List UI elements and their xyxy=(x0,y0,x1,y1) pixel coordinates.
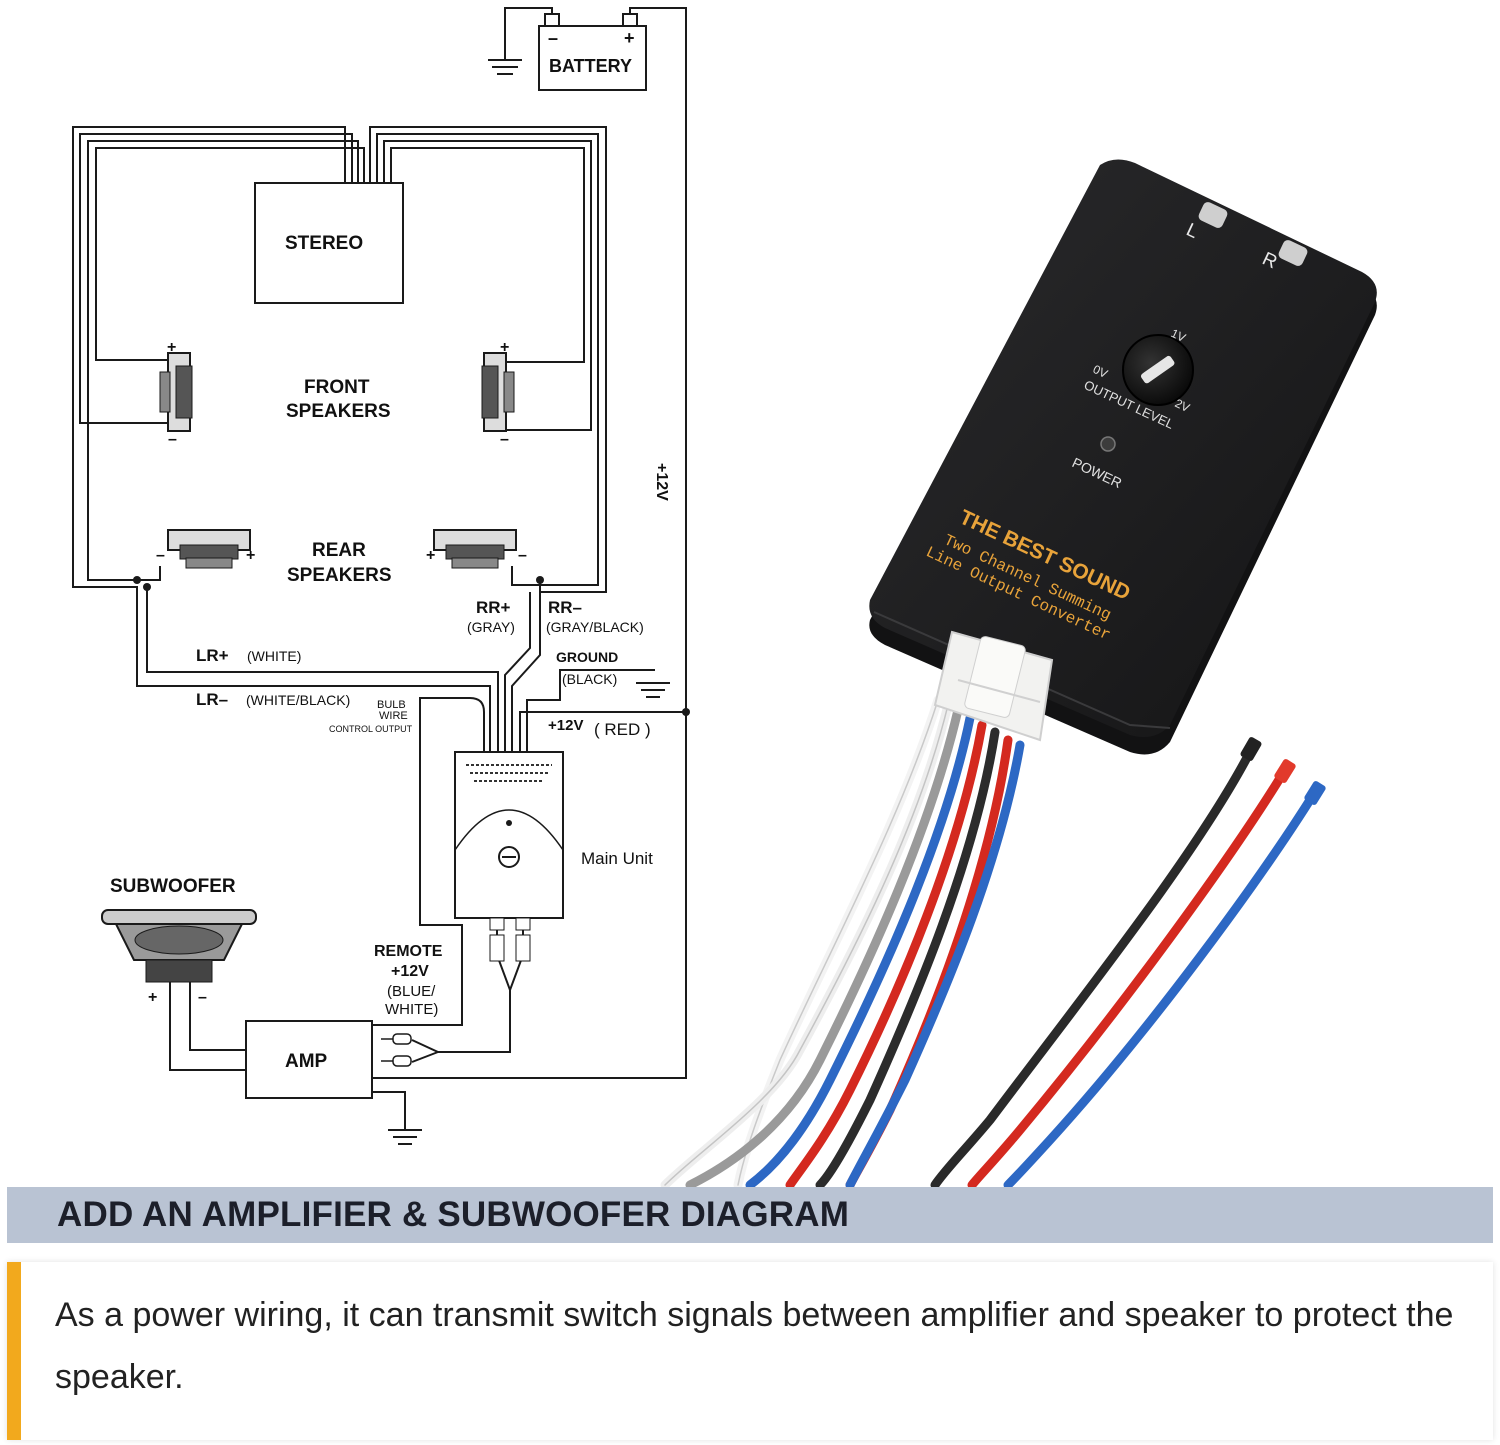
speaker-icon xyxy=(433,529,517,569)
plus12v-red-color: ( RED ) xyxy=(594,720,651,739)
plus12v-red-label: +12V xyxy=(548,717,583,734)
knob-2v-label: 2V xyxy=(1173,396,1192,415)
bulb-label-2: WIRE xyxy=(379,710,408,722)
battery-symbol: – + BATTERY xyxy=(538,13,647,91)
front-speakers-label-2: SPEAKERS xyxy=(286,401,391,422)
lr-minus-label: LR– xyxy=(196,690,228,709)
knob-0v-label: 0V xyxy=(1091,362,1110,381)
subwoofer-plus: + xyxy=(148,989,157,1006)
remote-label-3: (BLUE/ xyxy=(387,983,436,1000)
accent-bar xyxy=(7,1262,21,1440)
ground-label: GROUND xyxy=(556,649,618,665)
rear-right-plus: + xyxy=(426,547,435,564)
power-led-icon xyxy=(1100,436,1116,452)
rca-plug-icon xyxy=(381,1033,412,1067)
subwoofer-minus: – xyxy=(198,989,207,1006)
remote-label-2: +12V xyxy=(391,963,429,980)
battery-label: BATTERY xyxy=(549,56,632,76)
lr-plus-label: LR+ xyxy=(196,646,229,665)
rear-left-minus: – xyxy=(156,547,165,564)
amp-box xyxy=(245,1020,373,1099)
wire-tips xyxy=(1240,737,1326,805)
front-left-plus: + xyxy=(167,339,176,356)
banner-title: ADD AN AMPLIFIER & SUBWOOFER DIAGRAM xyxy=(57,1195,850,1234)
lr-minus-color: (WHITE/BLACK) xyxy=(246,692,350,708)
rear-speakers-label-1: REAR xyxy=(312,540,366,561)
connector-plug xyxy=(933,630,1054,742)
ground-color: (BLACK) xyxy=(562,671,617,687)
ground-icon xyxy=(388,59,670,1145)
rca-jack-icon xyxy=(1198,202,1308,266)
rr-plus-label: RR+ xyxy=(476,598,511,617)
front-right-plus: + xyxy=(500,339,509,356)
speaker-icon xyxy=(481,352,515,432)
wiring-diagram-svg: – + BATTERY STEREO + – + – FRONT SPEAKER… xyxy=(72,7,1377,1190)
battery-negative-sign: – xyxy=(548,28,558,48)
rear-speakers-label-2: SPEAKERS xyxy=(287,565,392,586)
wire-harness xyxy=(660,695,1320,1190)
description-text: As a power wiring, it can transmit switc… xyxy=(55,1296,1454,1396)
knob-1v-label: 1V xyxy=(1169,326,1188,345)
main-unit-label: Main Unit xyxy=(581,849,653,868)
battery-positive-sign: + xyxy=(624,28,635,48)
rr-plus-color: (GRAY) xyxy=(467,619,515,635)
description-card: As a power wiring, it can transmit switc… xyxy=(7,1262,1493,1440)
subwoofer-icon xyxy=(101,909,257,983)
output-level-knob xyxy=(1122,334,1194,406)
front-right-minus: – xyxy=(500,431,509,448)
speaker-icon xyxy=(159,352,193,432)
rear-left-plus: + xyxy=(246,547,255,564)
amp-label: AMP xyxy=(285,1051,328,1072)
rr-minus-label: RR– xyxy=(548,598,582,617)
diagram-wires xyxy=(72,7,687,1130)
lr-plus-color: (WHITE) xyxy=(247,648,301,664)
junction-dots xyxy=(133,576,690,716)
bulb-label-1: BULB xyxy=(377,699,406,711)
bulb-label-3: CONTROL OUTPUT xyxy=(329,724,413,734)
main-unit-drawing xyxy=(454,751,564,962)
plus12v-side-label: +12V xyxy=(653,463,670,501)
subwoofer-label: SUBWOOFER xyxy=(110,876,236,897)
stereo-label: STEREO xyxy=(285,233,363,254)
speaker-icon xyxy=(167,529,251,569)
remote-label-4: WHITE) xyxy=(385,1001,438,1018)
rr-minus-color: (GRAY/BLACK) xyxy=(546,619,644,635)
remote-label-1: REMOTE xyxy=(374,943,443,960)
front-speakers-label-1: FRONT xyxy=(304,377,370,398)
rear-right-minus: – xyxy=(518,547,527,564)
stereo-box xyxy=(254,182,404,304)
front-left-minus: – xyxy=(168,431,177,448)
section-banner: ADD AN AMPLIFIER & SUBWOOFER DIAGRAM xyxy=(7,1187,1493,1243)
wiring-illustration: – + BATTERY STEREO + – + – FRONT SPEAKER… xyxy=(72,7,1377,1190)
